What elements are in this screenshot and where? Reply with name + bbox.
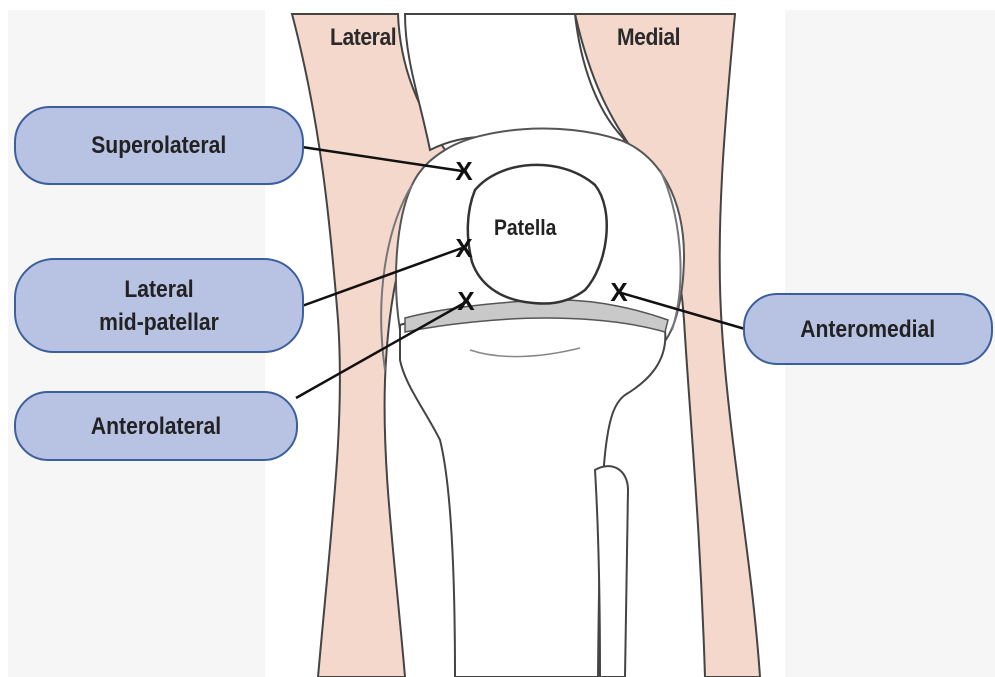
marker-anteromedial: X <box>610 277 628 307</box>
callout-superolateral-label: Superolateral <box>92 129 227 162</box>
marker-lateral-mid-patellar: X <box>455 233 473 263</box>
callout-anterolateral-label: Anterolateral <box>91 410 221 443</box>
marker-superolateral: X <box>455 156 473 186</box>
marker-anterolateral: X <box>457 286 475 316</box>
callout-anterolateral: Anterolateral <box>14 391 298 461</box>
callout-anteromedial-label: Anteromedial <box>801 313 936 346</box>
callout-lateral-mid-patellar-label: Lateral mid-patellar <box>99 273 219 339</box>
callout-superolateral: Superolateral <box>14 106 304 185</box>
lateral-label: Lateral <box>330 24 396 52</box>
fibula <box>595 466 628 677</box>
callout-anteromedial: Anteromedial <box>743 293 993 365</box>
medial-label: Medial <box>617 24 680 52</box>
patella-label: Patella <box>494 215 556 241</box>
callout-lateral-mid-patellar: Lateral mid-patellar <box>14 258 304 353</box>
